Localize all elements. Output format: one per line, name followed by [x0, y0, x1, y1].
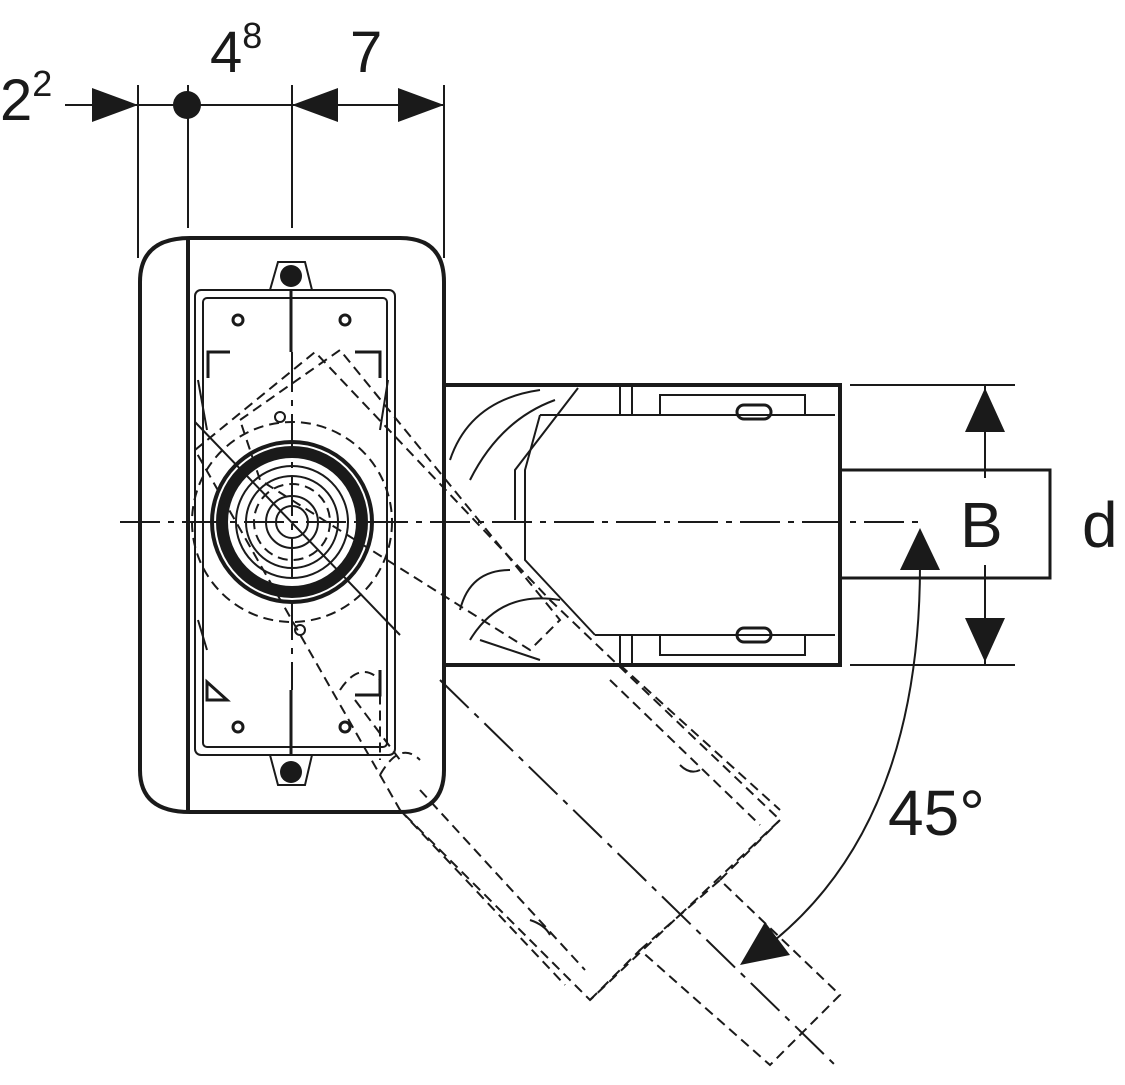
center-point	[173, 91, 201, 119]
label-width-B: B	[960, 489, 1003, 561]
outlet-pipe	[444, 383, 1052, 667]
angle-dimension: 45°	[740, 528, 985, 965]
arrow-left-at-wall	[292, 88, 338, 122]
arrow-angle-top	[900, 528, 940, 570]
housing-box	[138, 236, 446, 814]
arrow-right-at-wall-end	[398, 88, 444, 122]
arrow-up-B	[965, 388, 1005, 432]
dim-center-to-wall: 48	[210, 15, 262, 85]
label-diameter-d: d	[1082, 489, 1118, 561]
arrow-down-B	[965, 618, 1005, 662]
top-dimension-chain: 22 48 7	[0, 15, 445, 258]
center-lines	[120, 352, 920, 690]
right-dimensions: B d	[850, 384, 1118, 666]
drain-ring	[191, 411, 401, 636]
arrow-angle-bottom	[740, 922, 790, 965]
dim-offset-left: 22	[0, 63, 52, 133]
dim-wall-depth: 7	[350, 20, 382, 85]
arrow-right-at-left-edge	[92, 88, 138, 122]
rotated-outlet-dashed	[193, 348, 842, 1067]
label-angle: 45°	[888, 777, 985, 849]
